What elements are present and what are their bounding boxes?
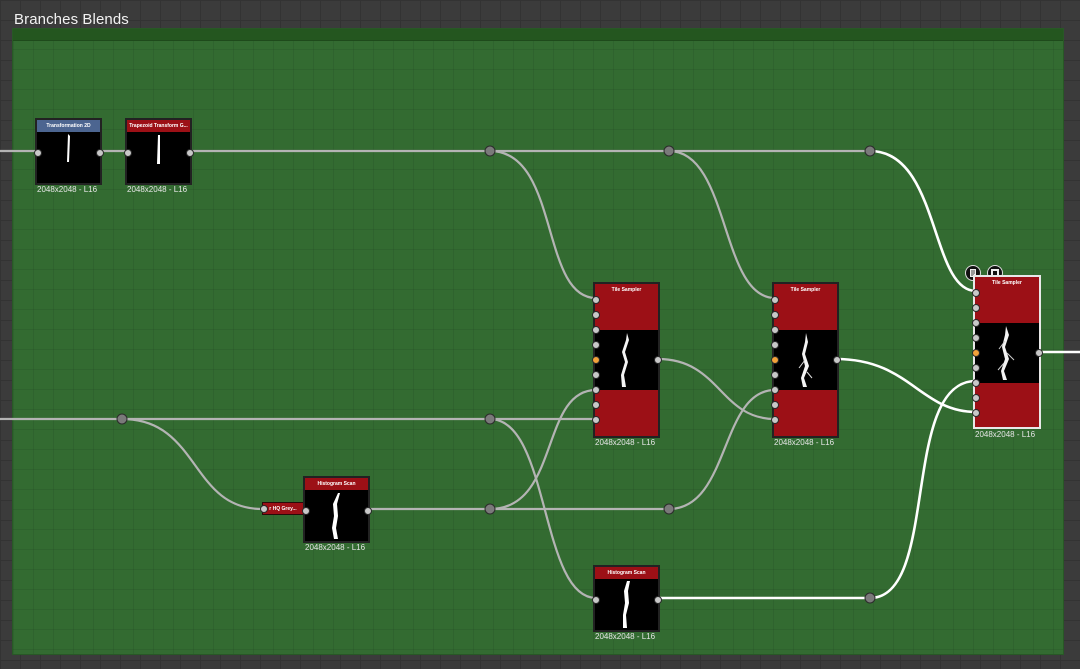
output-port[interactable]: [96, 149, 104, 157]
node-title: Trapezoid Transform G...: [127, 120, 190, 132]
tile-sampler-node-3[interactable]: Tile Sampler: [972, 275, 1043, 429]
reroute-dot[interactable]: [663, 503, 675, 515]
output-port[interactable]: [1035, 349, 1043, 357]
input-port[interactable]: [771, 296, 779, 304]
node-thumbnail: [127, 132, 190, 183]
trapezoid-transform-node[interactable]: Trapezoid Transform G...: [124, 118, 194, 185]
hq-grayscale-node[interactable]: r HQ Grey...: [262, 502, 304, 515]
node-size-label: 2048x2048 - L16: [975, 430, 1036, 439]
wire-selected: [869, 149, 977, 293]
input-port[interactable]: [771, 386, 779, 394]
input-port[interactable]: [592, 371, 600, 379]
input-port-active[interactable]: [592, 356, 600, 364]
wire: [668, 149, 776, 300]
output-port[interactable]: [654, 356, 662, 364]
node-title: Tile Sampler: [975, 277, 1039, 289]
node-size-label: 2048x2048 - L16: [127, 185, 188, 194]
node-title: r HQ Grey...: [269, 505, 297, 512]
input-port[interactable]: [771, 326, 779, 334]
wire-selected: [869, 379, 977, 600]
frame-header: [13, 29, 1063, 41]
node-thumbnail: [305, 490, 368, 541]
node-thumbnail: [774, 330, 837, 390]
input-port[interactable]: [972, 304, 980, 312]
reroute-dot[interactable]: [116, 413, 128, 425]
input-port[interactable]: [260, 505, 268, 513]
input-port[interactable]: [124, 149, 132, 157]
histogram-scan-node-1[interactable]: Histogram Scan: [302, 476, 372, 543]
input-port[interactable]: [972, 364, 980, 372]
input-port[interactable]: [972, 394, 980, 402]
output-port[interactable]: [186, 149, 194, 157]
node-size-label: 2048x2048 - L16: [305, 543, 366, 552]
node-thumbnail: [37, 132, 100, 183]
input-port[interactable]: [771, 311, 779, 319]
input-port[interactable]: [592, 596, 600, 604]
output-port[interactable]: [364, 507, 372, 515]
input-port[interactable]: [771, 416, 779, 424]
node-thumbnail: [975, 323, 1039, 383]
input-port-active[interactable]: [771, 356, 779, 364]
wire: [657, 357, 776, 421]
histogram-scan-node-2[interactable]: Histogram Scan: [592, 565, 662, 632]
node-size-label: 2048x2048 - L16: [774, 438, 835, 447]
input-port[interactable]: [302, 507, 310, 515]
frame-title: Branches Blends: [14, 11, 129, 28]
input-port[interactable]: [34, 149, 42, 157]
reroute-dot[interactable]: [864, 145, 876, 157]
tile-sampler-node-2[interactable]: Tile Sampler: [771, 282, 841, 438]
node-title: Histogram Scan: [595, 567, 658, 579]
reroute-dot[interactable]: [484, 413, 496, 425]
node-thumbnail: [595, 579, 658, 630]
node-title: Histogram Scan: [305, 478, 368, 490]
input-port[interactable]: [592, 296, 600, 304]
node-size-label: 2048x2048 - L16: [595, 438, 656, 447]
node-title: Tile Sampler: [595, 284, 658, 296]
tile-sampler-node-1[interactable]: Tile Sampler: [592, 282, 662, 438]
wire: [668, 388, 776, 511]
input-port[interactable]: [972, 379, 980, 387]
transformation-2d-node[interactable]: Transformation 2D: [34, 118, 104, 185]
wire: [121, 417, 263, 511]
input-port[interactable]: [771, 401, 779, 409]
wire: [489, 417, 597, 600]
wire: [489, 149, 597, 300]
input-port[interactable]: [771, 341, 779, 349]
input-port[interactable]: [972, 334, 980, 342]
input-port[interactable]: [972, 409, 980, 417]
input-port[interactable]: [592, 401, 600, 409]
input-port[interactable]: [592, 326, 600, 334]
reroute-dot[interactable]: [484, 145, 496, 157]
reroute-dot[interactable]: [864, 592, 876, 604]
output-port[interactable]: [654, 596, 662, 604]
node-title: Tile Sampler: [774, 284, 837, 296]
input-port-active[interactable]: [972, 349, 980, 357]
node-size-label: 2048x2048 - L16: [37, 185, 98, 194]
wire-selected: [835, 357, 977, 414]
input-port[interactable]: [972, 289, 980, 297]
reroute-dot[interactable]: [484, 503, 496, 515]
node-thumbnail: [595, 330, 658, 390]
input-port[interactable]: [592, 311, 600, 319]
input-port[interactable]: [972, 319, 980, 327]
input-port[interactable]: [592, 416, 600, 424]
node-title: Transformation 2D: [37, 120, 100, 132]
input-port[interactable]: [592, 386, 600, 394]
node-size-label: 2048x2048 - L16: [595, 632, 656, 641]
output-port[interactable]: [833, 356, 841, 364]
input-port[interactable]: [771, 371, 779, 379]
wire: [489, 388, 597, 511]
input-port[interactable]: [592, 341, 600, 349]
reroute-dot[interactable]: [663, 145, 675, 157]
